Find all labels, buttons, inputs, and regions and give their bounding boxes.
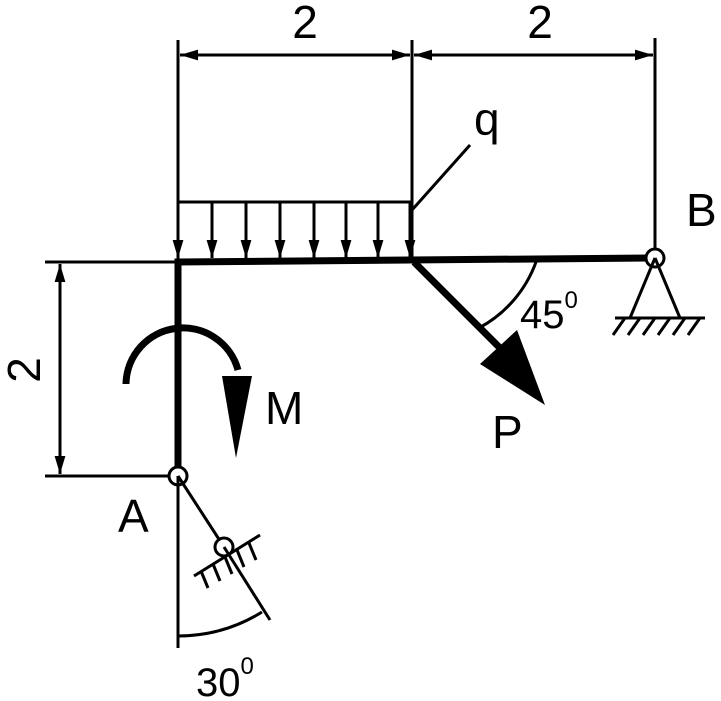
distributed-load-q	[172, 144, 472, 258]
force-arrow-p	[411, 259, 545, 405]
dimension-label-top-right: 2	[527, 0, 553, 48]
moment-arrow-m	[122, 324, 252, 458]
support-label-b: B	[686, 184, 717, 236]
angle-label-45: 450	[520, 287, 578, 337]
angle-arc-45	[478, 261, 538, 330]
support-a	[167, 465, 272, 648]
support-b	[611, 247, 705, 336]
load-label-q: q	[474, 93, 500, 145]
angle-label-30: 300	[196, 653, 254, 701]
beam	[174, 254, 652, 474]
load-arrows	[172, 202, 416, 258]
dimension-label-left-vertical: 2	[0, 357, 50, 383]
dimension-label-top-left: 2	[292, 0, 318, 48]
force-label-p: P	[492, 406, 523, 458]
moment-label-m: M	[265, 382, 303, 434]
support-label-a: A	[118, 490, 149, 542]
